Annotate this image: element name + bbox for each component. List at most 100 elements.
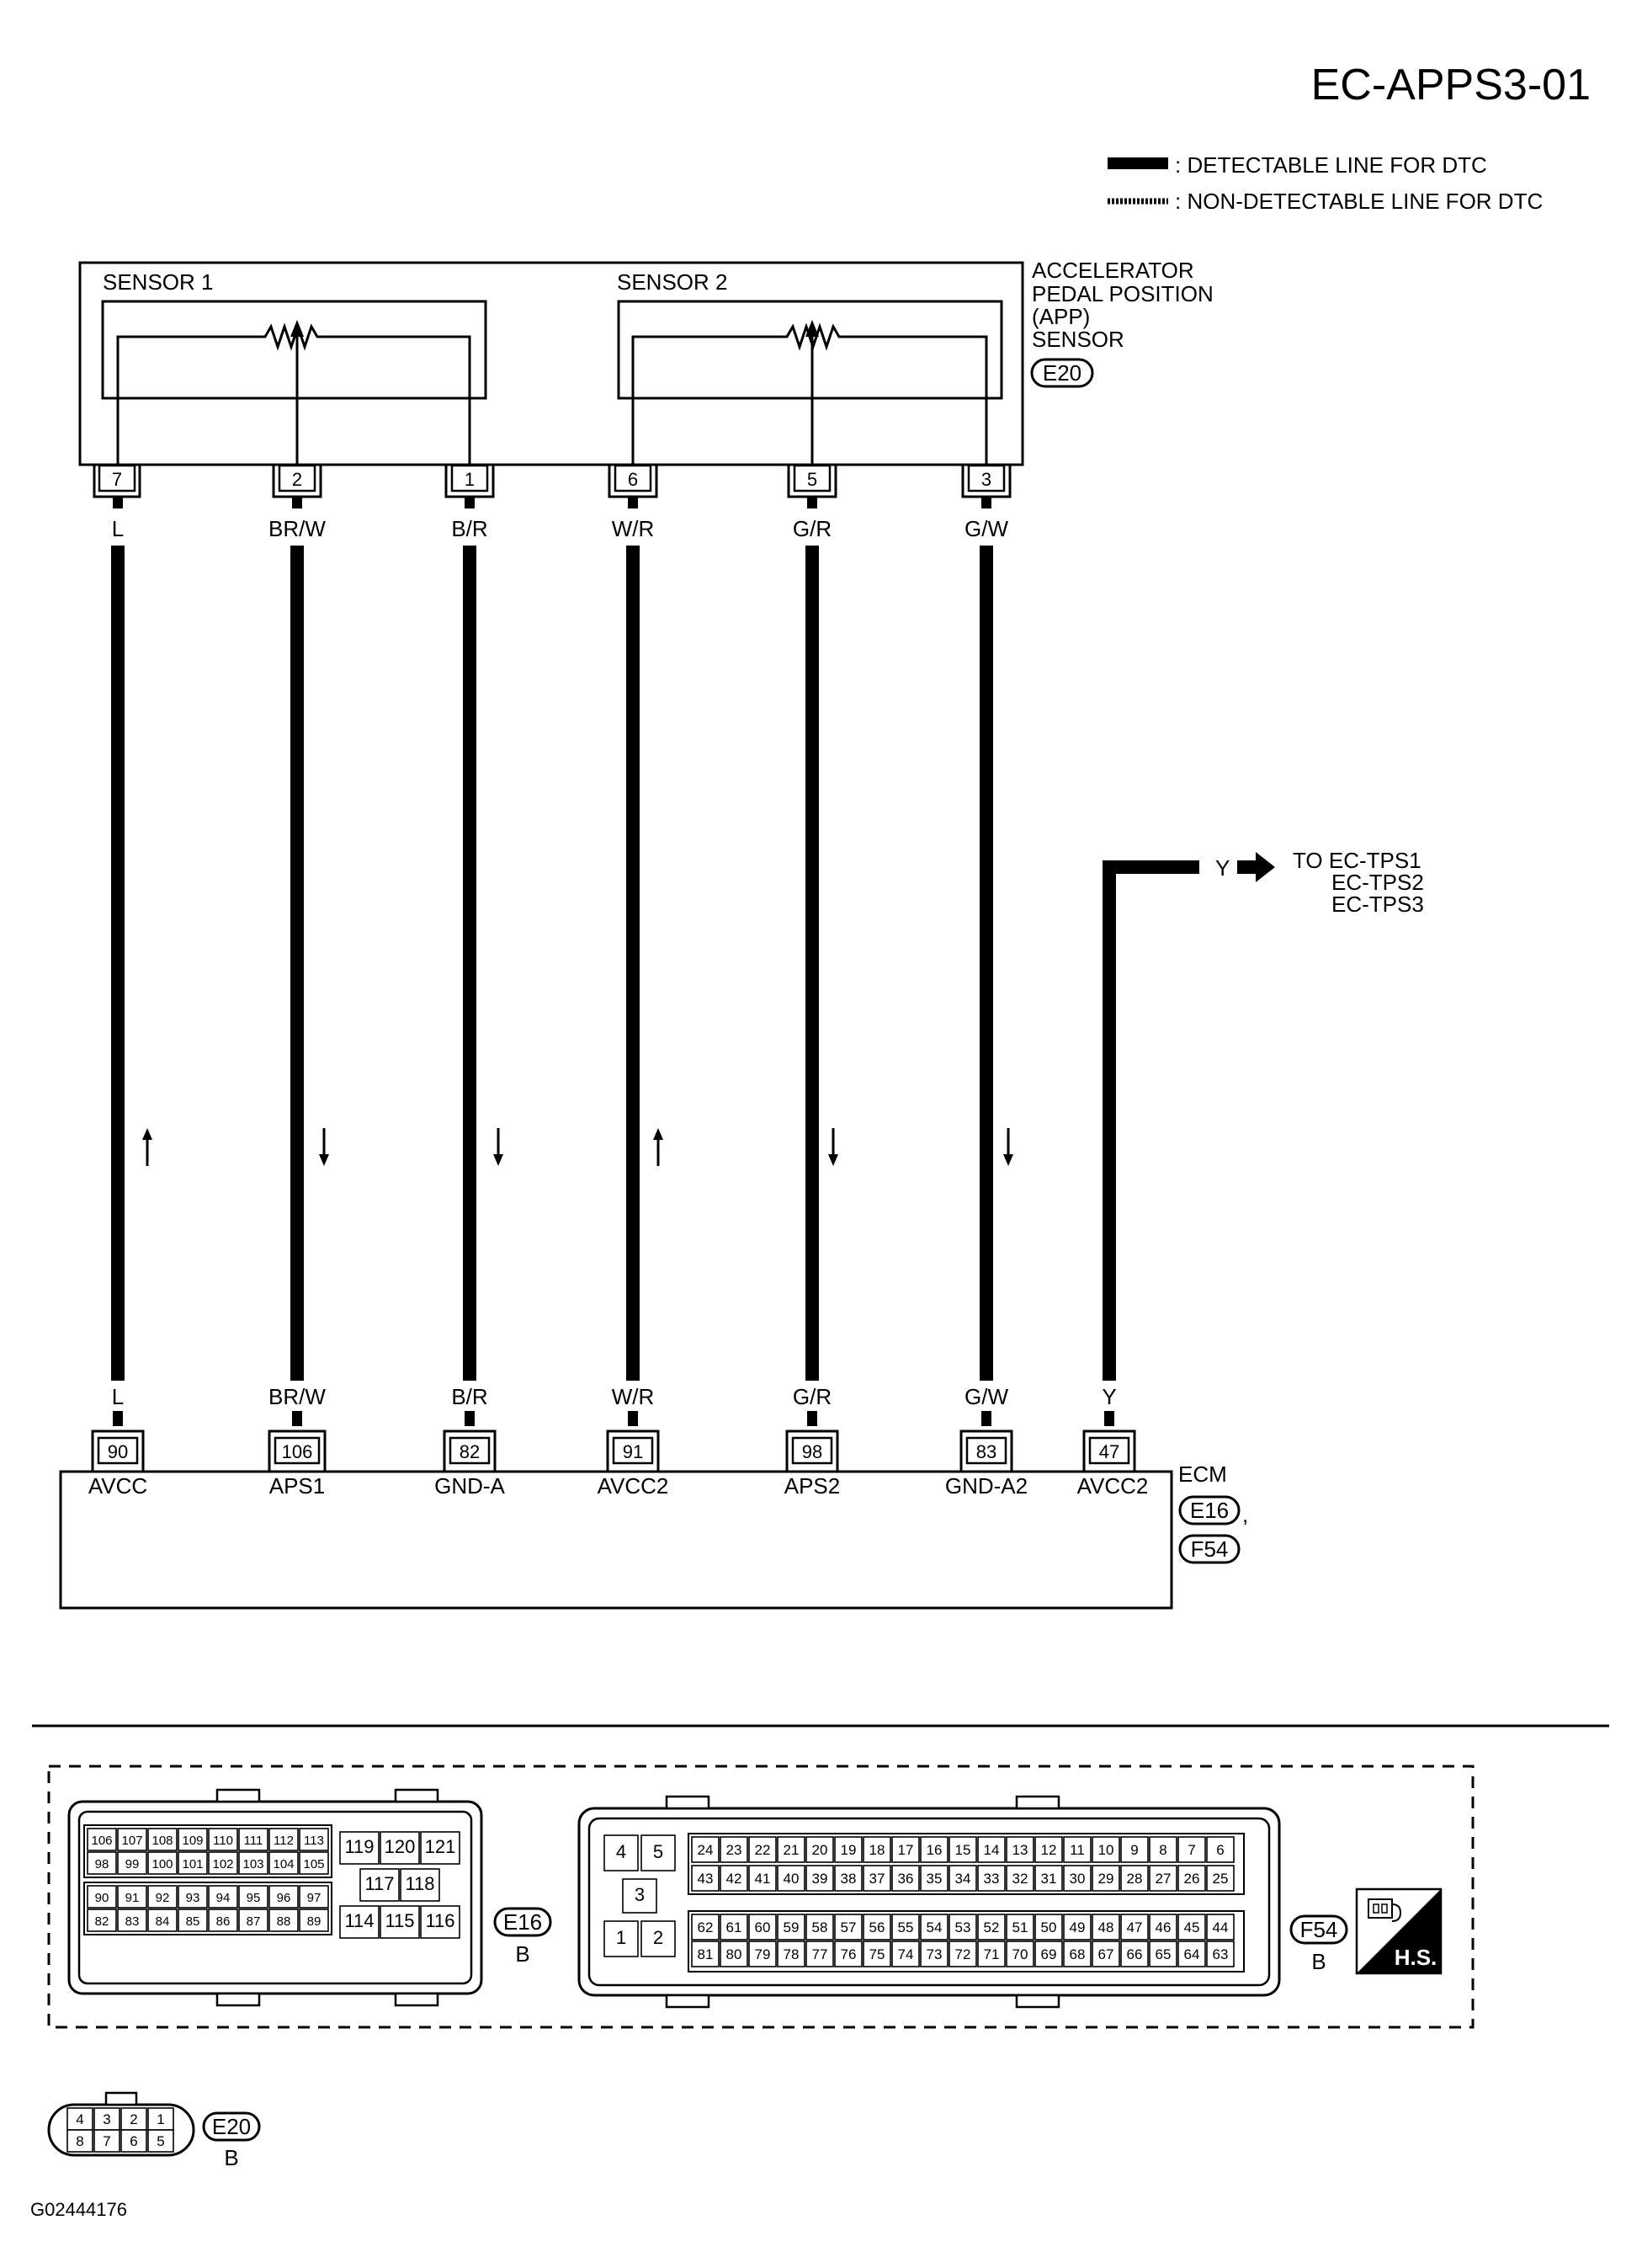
pin-cell <box>420 1831 460 1865</box>
pin-number: 18 <box>869 1842 885 1858</box>
pin-number: 100 <box>151 1857 173 1871</box>
pin-cell <box>208 1885 238 1909</box>
pin-number: 64 <box>1184 1946 1200 1962</box>
pin-cell <box>208 1909 238 1932</box>
pin-number: 102 <box>212 1857 233 1871</box>
pin-cell <box>834 1865 863 1892</box>
ecm-label: ECM <box>1178 1461 1227 1487</box>
pin-number: 90 <box>95 1891 109 1905</box>
pin-number: 91 <box>125 1891 140 1905</box>
pin-number: 58 <box>812 1919 828 1935</box>
pin-cell <box>1034 1941 1063 1967</box>
pin-number: 36 <box>898 1871 914 1887</box>
wire-color-top: G/R <box>793 516 832 541</box>
ecm-pin-label: 83 <box>976 1441 996 1462</box>
sensor-pin-3: 3 <box>961 464 1012 498</box>
pin-number: 16 <box>927 1842 943 1858</box>
pin-number: 2 <box>130 2111 137 2127</box>
wire-l <box>111 546 125 1381</box>
arrow-down-icon <box>493 1128 503 1166</box>
pin-number: 28 <box>1127 1871 1143 1887</box>
pin-cell <box>920 1914 949 1941</box>
pin-number: 15 <box>955 1842 971 1858</box>
ecm-signal-label: GND-A <box>434 1473 505 1499</box>
pin-cell <box>891 1914 920 1941</box>
sensor1-wiper-arrow <box>290 320 304 337</box>
sensor-pin-7: 7 <box>93 464 141 498</box>
wire-color-bottom: G/R <box>793 1384 832 1409</box>
sensor2-label: SENSOR 2 <box>617 269 728 295</box>
pin-number: 29 <box>1098 1871 1114 1887</box>
pin-number: 61 <box>726 1919 742 1935</box>
figure-id: G02444176 <box>30 2199 127 2220</box>
hs-label: H.S. <box>1395 1945 1437 1970</box>
pin-number: 50 <box>1041 1919 1057 1935</box>
pin-cell <box>1206 1914 1235 1941</box>
pin-number: 19 <box>841 1842 857 1858</box>
pin-cell <box>380 1831 420 1865</box>
ecm-signal-label: AVCC2 <box>1077 1473 1149 1499</box>
pin-cell <box>1034 1865 1063 1892</box>
wire-color-top: W/R <box>612 516 655 541</box>
pin-cell <box>299 1909 329 1932</box>
pin-cell <box>339 1905 380 1939</box>
pin-cell <box>691 1941 720 1967</box>
pin-number: 3 <box>635 1884 645 1905</box>
pin-number: 30 <box>1070 1871 1086 1887</box>
ecm: 90 106 82 91 98 83 4 <box>59 1429 1248 1610</box>
pin-number: 103 <box>242 1857 263 1871</box>
pin-cell <box>268 1828 299 1851</box>
pin-cell <box>1206 1865 1235 1892</box>
wire-g-r <box>805 546 819 1381</box>
pin-number: 107 <box>121 1834 142 1848</box>
sensor-pin-label: 7 <box>112 469 122 490</box>
pin-number: 83 <box>125 1914 140 1929</box>
app-sensor-connector-id: E20 <box>1043 360 1081 386</box>
pin-cell <box>748 1865 777 1892</box>
pin-number: 85 <box>186 1914 200 1929</box>
pin-cell <box>147 1909 178 1932</box>
pin-cell <box>805 1865 834 1892</box>
pin-cell <box>359 1868 400 1902</box>
sensor2-wiper-arrow <box>805 320 819 337</box>
pin-cell <box>1149 1914 1177 1941</box>
pin-cell <box>1120 1836 1149 1863</box>
pin-number: 62 <box>698 1919 714 1935</box>
connector-views-frame <box>47 1765 1475 2029</box>
pin-cell <box>178 1885 208 1909</box>
ecm-connector-separator: , <box>1242 1502 1248 1527</box>
pin-number: 121 <box>425 1836 456 1857</box>
pin-cell <box>891 1836 920 1863</box>
pin-number: 47 <box>1127 1919 1143 1935</box>
arrow-down-icon <box>1003 1128 1013 1166</box>
branch-wire-color: Y <box>1215 855 1230 881</box>
wire-br-w <box>290 546 304 1381</box>
ecm-pin-label: 98 <box>802 1441 822 1462</box>
pin-cell <box>1092 1941 1120 1967</box>
pin-cell <box>1120 1941 1149 1967</box>
ecm-signal-label: AVCC2 <box>598 1473 669 1499</box>
pin-cell <box>891 1865 920 1892</box>
pin-number: 8 <box>1159 1842 1166 1858</box>
pin-cell <box>1149 1865 1177 1892</box>
pin-cell <box>66 2129 93 2153</box>
pin-number: 26 <box>1184 1871 1200 1887</box>
pin-cell <box>748 1914 777 1941</box>
pin-number: 11 <box>1070 1842 1085 1858</box>
pin-number: 53 <box>955 1919 971 1935</box>
pin-cell <box>748 1836 777 1863</box>
pin-number: 92 <box>156 1891 170 1905</box>
pin-cell <box>147 1851 178 1875</box>
pin-number: 17 <box>898 1842 914 1858</box>
pin-cell <box>238 1851 268 1875</box>
pin-number: 77 <box>812 1946 828 1962</box>
pin-number: 6 <box>1216 1842 1224 1858</box>
pin-cell <box>238 1909 268 1932</box>
pin-number: 112 <box>274 1834 294 1848</box>
pin-number: 37 <box>869 1871 885 1887</box>
pin-number: 7 <box>103 2133 110 2149</box>
pin-number: 56 <box>869 1919 885 1935</box>
pin-number: 101 <box>182 1857 203 1871</box>
